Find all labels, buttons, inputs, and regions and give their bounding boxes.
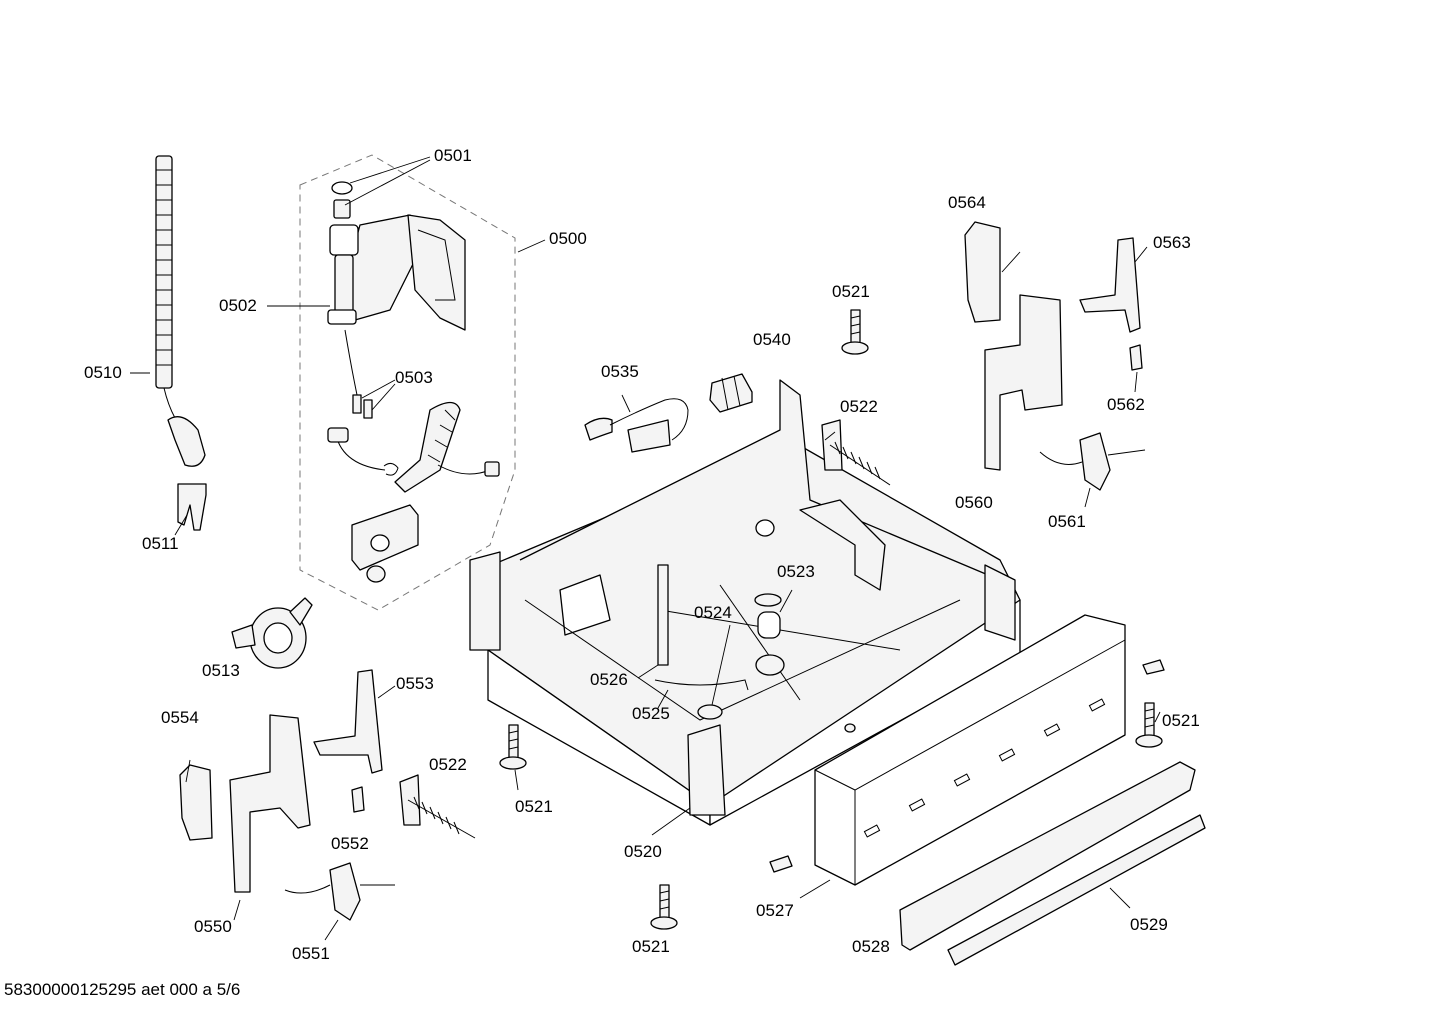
valve-assembly-0502 bbox=[327, 181, 466, 331]
screw-0521-right bbox=[1135, 659, 1165, 748]
label-0562: 0562 bbox=[1107, 395, 1145, 414]
label-0526: 0526 bbox=[590, 670, 628, 689]
connector-0540 bbox=[709, 373, 753, 413]
label-0500: 0500 bbox=[549, 229, 587, 248]
label-0503: 0503 bbox=[395, 368, 433, 387]
assembly-0500-boundary bbox=[299, 154, 516, 611]
label-0521-top: 0521 bbox=[832, 282, 870, 301]
label-0564: 0564 bbox=[948, 193, 986, 212]
label-0523: 0523 bbox=[777, 562, 815, 581]
screw-0521-top bbox=[841, 309, 869, 355]
switch-0561 bbox=[1039, 432, 1146, 491]
bracket-0550 bbox=[229, 714, 311, 893]
label-0528: 0528 bbox=[852, 937, 890, 956]
label-0521-bottom: 0521 bbox=[632, 937, 670, 956]
cover-0554 bbox=[179, 764, 213, 841]
label-0521-right: 0521 bbox=[1162, 711, 1200, 730]
switch-0551 bbox=[284, 862, 395, 921]
label-0550: 0550 bbox=[194, 917, 232, 936]
spring-0522-top bbox=[821, 419, 891, 486]
base-tub-0520 bbox=[469, 379, 1021, 826]
screw-0521-mid bbox=[499, 724, 527, 770]
clip-0562 bbox=[1129, 344, 1143, 371]
bracket-0553 bbox=[313, 669, 383, 774]
label-0561: 0561 bbox=[1048, 512, 1086, 531]
label-0551: 0551 bbox=[292, 944, 330, 963]
label-0520: 0520 bbox=[624, 842, 662, 861]
part-labels: 0501 0500 0502 0510 0503 0511 0513 0535 … bbox=[84, 146, 1200, 963]
clip-0552 bbox=[351, 786, 365, 813]
label-0540: 0540 bbox=[753, 330, 791, 349]
document-footer-code: 58300000125295 aet 000 a 5/6 bbox=[4, 980, 241, 999]
kickplate-0528 bbox=[899, 761, 1196, 951]
label-0510: 0510 bbox=[84, 363, 122, 382]
label-0552: 0552 bbox=[331, 834, 369, 853]
spiral-hose-0500 bbox=[383, 401, 500, 493]
label-0502: 0502 bbox=[219, 296, 257, 315]
screw-0527 bbox=[769, 855, 793, 873]
label-0529: 0529 bbox=[1130, 915, 1168, 934]
label-0554: 0554 bbox=[161, 708, 199, 727]
spring-0522-bottom bbox=[399, 774, 476, 839]
label-0563: 0563 bbox=[1153, 233, 1191, 252]
pump-0513 bbox=[231, 597, 313, 669]
label-0524: 0524 bbox=[694, 603, 732, 622]
label-0513: 0513 bbox=[202, 661, 240, 680]
screw-0521-bottom bbox=[650, 884, 678, 930]
label-0522-bottom: 0522 bbox=[429, 755, 467, 774]
label-0511: 0511 bbox=[142, 534, 179, 553]
bracket-0560 bbox=[984, 294, 1063, 471]
label-0525: 0525 bbox=[632, 704, 670, 723]
leader-lines bbox=[130, 156, 1161, 941]
label-0521-mid: 0521 bbox=[515, 797, 553, 816]
trim-strip-0529 bbox=[947, 814, 1206, 966]
plinth-panel-0528 bbox=[814, 614, 1126, 886]
label-0535: 0535 bbox=[601, 362, 639, 381]
wires-0503 bbox=[327, 329, 386, 471]
bracket-0500 bbox=[351, 504, 419, 583]
label-0553: 0553 bbox=[396, 674, 434, 693]
label-0527: 0527 bbox=[756, 901, 794, 920]
label-0560: 0560 bbox=[955, 493, 993, 512]
bracket-0563 bbox=[1079, 237, 1141, 333]
label-0522-top: 0522 bbox=[840, 397, 878, 416]
cover-0564 bbox=[964, 221, 1001, 323]
drain-hose-0510 bbox=[155, 155, 206, 467]
label-0501: 0501 bbox=[434, 146, 472, 165]
cable-0535 bbox=[584, 398, 689, 453]
